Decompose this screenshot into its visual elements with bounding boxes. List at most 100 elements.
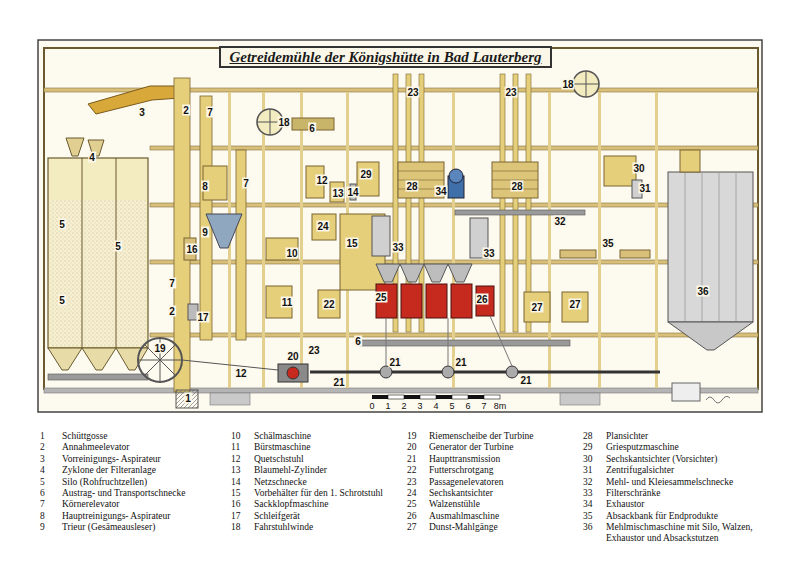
generator (278, 364, 308, 382)
callout-number: 12 (234, 368, 247, 379)
legend-number: 12 (231, 454, 241, 465)
plant-panels (685, 172, 736, 322)
legend-text: Exhaustor (606, 499, 645, 510)
hopper (448, 264, 472, 282)
cylinder (330, 182, 344, 202)
passage-elevator (513, 74, 518, 332)
legend-number: 36 (583, 522, 593, 533)
callout-number: 23 (504, 87, 517, 98)
shaft-pulley (442, 366, 454, 378)
belt (182, 360, 278, 370)
purifier (357, 162, 379, 196)
callout-number: 27 (530, 302, 543, 313)
diagram-title: Getreidemühle der Königshütte in Bad Lau… (229, 49, 541, 66)
wheels (257, 71, 599, 135)
legend-number: 14 (231, 477, 241, 488)
legend-number: 33 (583, 488, 593, 499)
scale-segment (468, 395, 484, 399)
mixing-elevator (680, 150, 700, 172)
scale-number: 1 (384, 401, 391, 411)
silo-hopper (48, 348, 82, 370)
callout-number: 18 (561, 79, 574, 90)
callout-number: 30 (632, 163, 645, 174)
legend-number: 23 (407, 477, 417, 488)
building (44, 48, 758, 405)
legend-number: 7 (40, 499, 45, 510)
legend-text: Austrag- und Transportschnecke (62, 488, 185, 499)
legend-number: 28 (583, 431, 593, 442)
legend-text: Schüttgosse (62, 431, 107, 442)
callout-number: 12 (315, 175, 328, 186)
callout-number: 5 (58, 295, 66, 306)
callout-number: 16 (185, 244, 198, 255)
callout-number: 23 (406, 87, 419, 98)
legend-number: 32 (583, 477, 593, 488)
legend-text: Vorbehälter für den 1. Schrotstuhl (254, 488, 383, 499)
filter-cabinet (372, 216, 390, 256)
legend-number: 20 (407, 442, 417, 453)
legend-text: Absackbank für Endprodukte (606, 511, 718, 522)
post (655, 92, 658, 388)
callout-number: 7 (242, 178, 250, 189)
passage-elevator (500, 74, 505, 332)
callout-number: 15 (345, 238, 358, 249)
legend-number: 24 (407, 488, 417, 499)
collecting-screw (455, 210, 585, 215)
silo-hopper (82, 348, 116, 370)
callout-number: 21 (332, 377, 345, 388)
legend-text: Sackklopfmaschine (254, 499, 328, 510)
callout-number: 13 (331, 188, 344, 199)
main-shaft (310, 371, 660, 374)
legend-text: Blaumehl-Zylinder (254, 465, 327, 476)
roller-mill (401, 284, 422, 318)
bagging-bench (560, 250, 596, 258)
aspirator-duct (88, 86, 180, 114)
legend-number: 1 (40, 431, 45, 442)
legend-number: 5 (40, 477, 45, 488)
silo-divider (116, 158, 117, 348)
callout-number: 32 (553, 216, 566, 227)
callout-number: 27 (568, 299, 581, 310)
trieur (206, 214, 242, 248)
scale-number: 8m (493, 401, 508, 411)
scale-segment (484, 395, 500, 399)
callout-number: 2 (168, 306, 176, 317)
callout-number: 18 (277, 117, 290, 128)
scale-segment (388, 395, 404, 399)
signature (706, 396, 730, 403)
intake-pit (176, 390, 198, 408)
turbine-pulley (138, 338, 182, 382)
scale-segment (372, 395, 388, 399)
shaft-pulley (380, 366, 392, 378)
callout-number: 26 (475, 294, 488, 305)
callout-number: 33 (391, 242, 404, 253)
callout-number: 14 (346, 187, 359, 198)
roller-mill (451, 284, 472, 318)
callout-number: 1 (184, 393, 192, 404)
legend-number: 21 (407, 454, 417, 465)
hopper (400, 264, 424, 282)
legend-text: Dunst-Mahlgänge (429, 522, 498, 533)
hopper (376, 264, 400, 282)
pulley-spokes (138, 338, 182, 382)
callout-number: 6 (354, 336, 362, 347)
scale-segment (420, 395, 436, 399)
legend-number: 16 (231, 499, 241, 510)
legend-text: Zentrifugalsichter (606, 465, 674, 476)
scale-segment (404, 395, 420, 399)
ground-floor (44, 388, 758, 393)
callout-number: 22 (322, 299, 335, 310)
cyclone (66, 138, 84, 156)
legend-text: Generator der Turbine (429, 442, 513, 453)
cleaning-section (88, 78, 356, 408)
legend-number: 19 (407, 431, 417, 442)
legend-text: Netzschnecke (254, 477, 307, 488)
hexagonal-sifter (312, 214, 336, 240)
callout-number: 19 (153, 343, 166, 354)
legend-text: Silo (Rohfruchtzellen) (62, 477, 147, 488)
legend-text: Mehl- und Kleiesammelschnecke (606, 477, 733, 488)
callout-number: 29 (359, 169, 372, 180)
legend-text: Schälmaschine (254, 431, 311, 442)
legend-text: Schleifgerät (254, 511, 300, 522)
